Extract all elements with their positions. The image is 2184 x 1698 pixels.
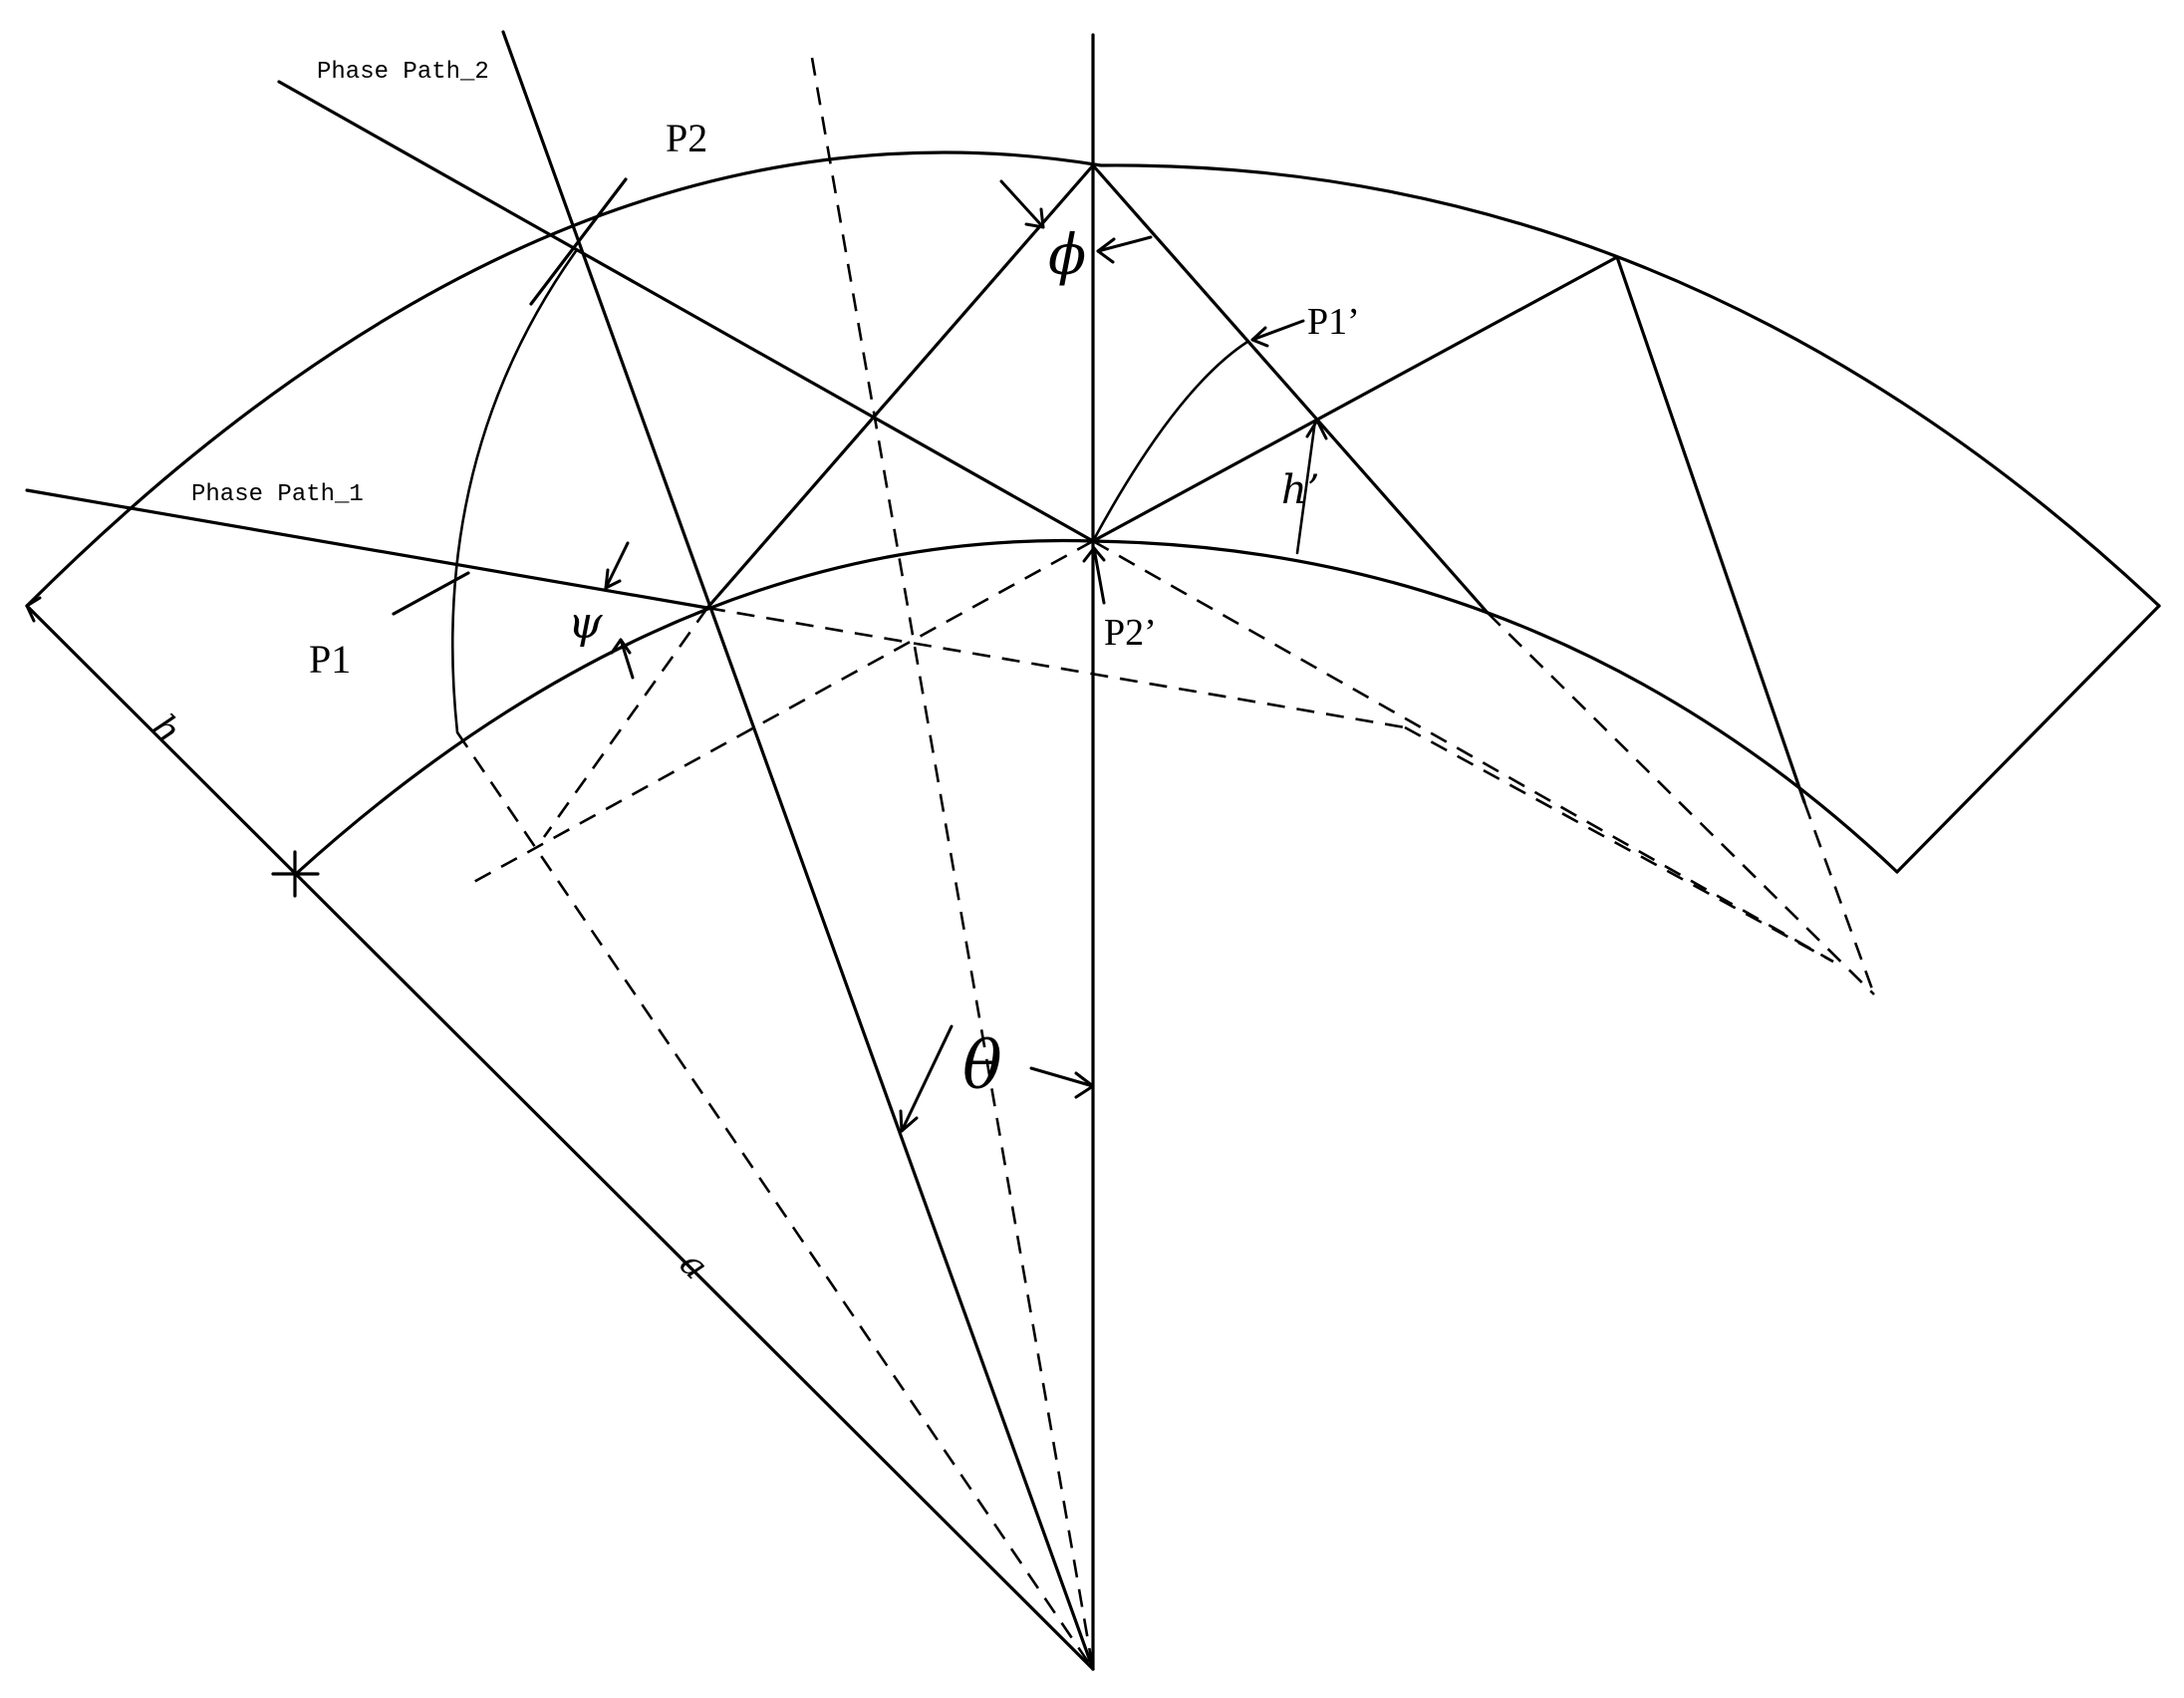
p2-prime-label: P2’ — [1104, 612, 1157, 654]
dashed-line-c — [1404, 725, 1834, 964]
theta-label: θ — [962, 1027, 1002, 1104]
p1-prime-arrow — [1250, 319, 1305, 348]
h-dimension-arrow — [25, 596, 42, 623]
phi-label: ϕ — [1048, 223, 1086, 288]
h-prime-label: h’ — [1281, 467, 1319, 513]
dashed-line-g — [1487, 612, 1875, 995]
h-prime-arrow — [1305, 419, 1328, 440]
dashed-line-b — [706, 606, 1406, 729]
phase-path-2-label: Phase Path_2 — [317, 59, 489, 86]
right-radial-line — [1895, 604, 2161, 874]
outer-arc — [25, 150, 2161, 608]
phase-path-1-line — [25, 488, 709, 610]
dashed-radial-line — [810, 57, 1095, 1670]
dashed-line-a — [455, 731, 1095, 1670]
wavefront-curve-p1-p2 — [450, 249, 578, 734]
dashed-line-d — [1092, 539, 1834, 964]
phi-arrows — [999, 179, 1153, 264]
p2-label: P2 — [666, 116, 707, 160]
h-prime-marker — [1295, 419, 1317, 555]
p2-prime-arrow — [1082, 546, 1106, 605]
a-label: a — [672, 1244, 715, 1287]
inner-arc — [294, 538, 1899, 876]
p1-prime-label: P1’ — [1307, 301, 1360, 343]
phase-path-1-label: Phase Path_1 — [191, 481, 364, 508]
p1-label: P1 — [309, 637, 351, 682]
p2-tick — [529, 177, 628, 306]
theta-arrows — [899, 1024, 1095, 1133]
psi-label: ψ — [568, 598, 603, 649]
dashed-line-f — [542, 607, 709, 838]
dashed-line-e — [469, 539, 1094, 886]
ray-path-2 — [1091, 255, 1806, 804]
p1-tick — [392, 571, 470, 616]
phase-path-2-line — [277, 80, 1095, 543]
ray-path-1 — [705, 163, 1490, 615]
left-radial-line — [25, 604, 1095, 1671]
wavefront-curve-p1prime-p2prime — [1091, 340, 1249, 543]
psi-arrows — [604, 541, 635, 680]
dashed-line-h — [1802, 801, 1876, 995]
radial-line-p2 — [501, 30, 1095, 1671]
h-label: h — [143, 707, 188, 751]
